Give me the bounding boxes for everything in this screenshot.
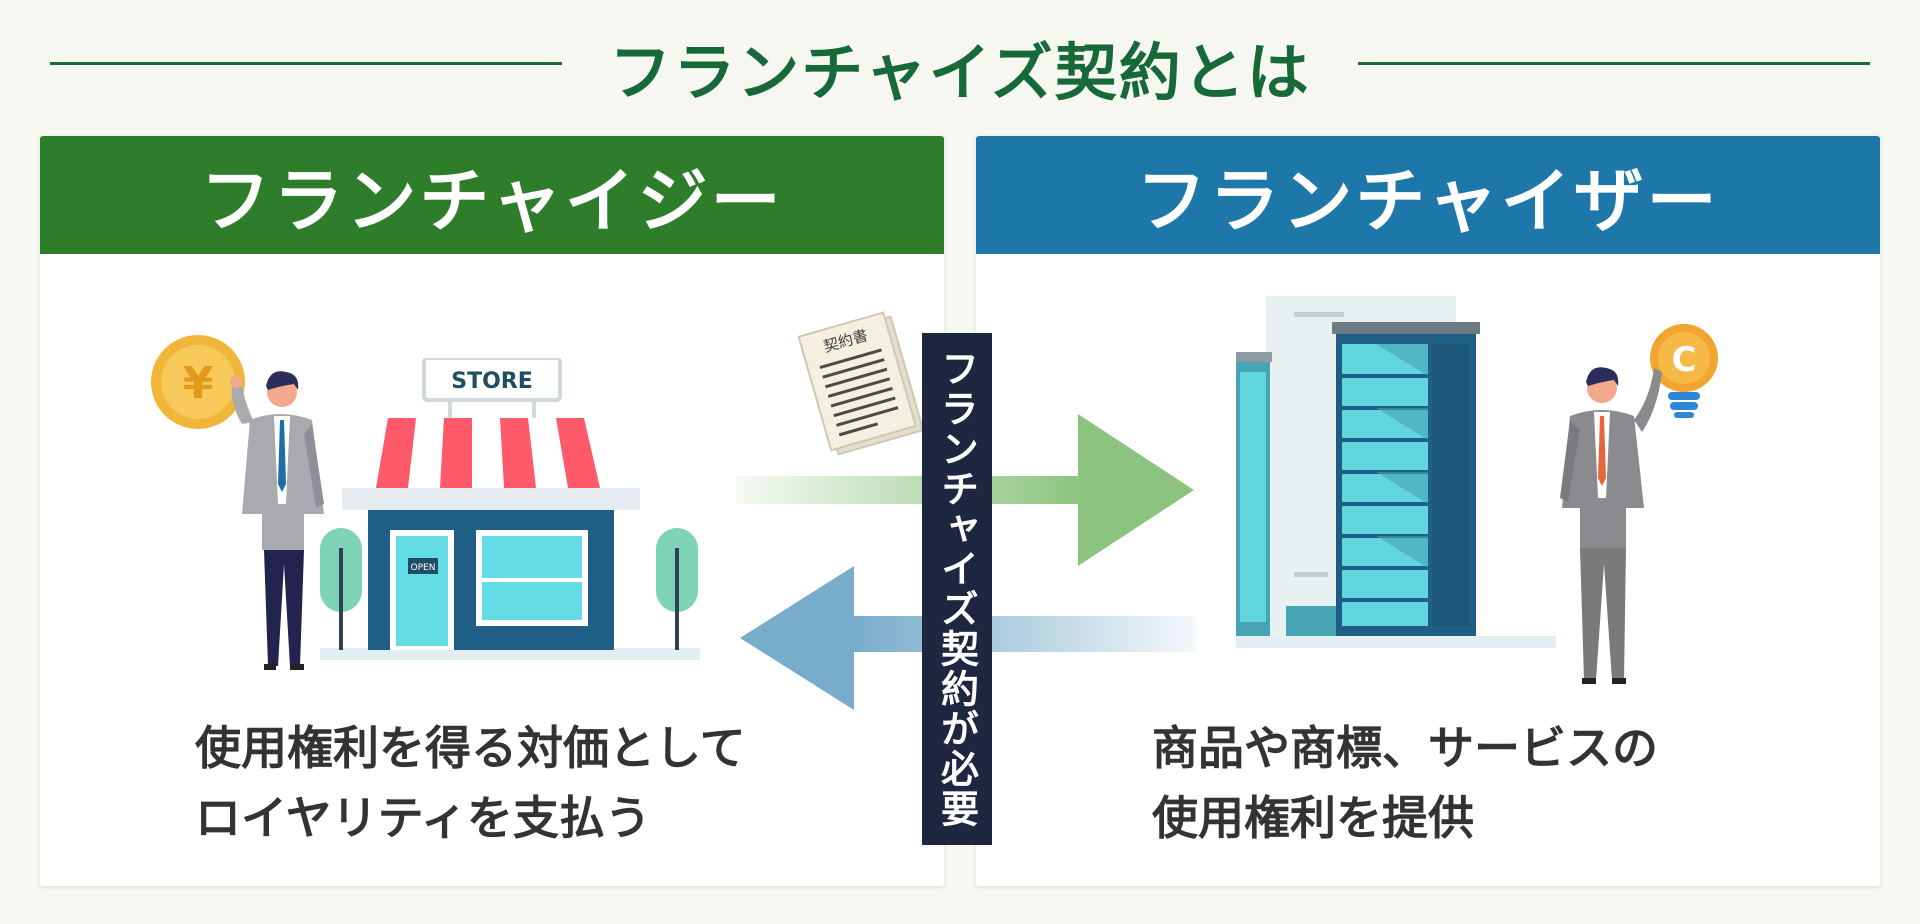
title-rule-left xyxy=(50,62,562,65)
yen-symbol: ¥ xyxy=(183,358,214,409)
store-illustration: STORE OPEN xyxy=(320,358,700,660)
businessman-left-illustration xyxy=(230,371,324,670)
store-sign-text: STORE xyxy=(451,369,533,394)
franchisor-panel: フランチャイザー C xyxy=(976,136,1880,886)
franchisee-panel: フランチャイジー ¥ STORE xyxy=(40,136,944,886)
franchisor-header: フランチャイザー xyxy=(976,136,1880,254)
page-title: フランチャイズ契約とは xyxy=(609,36,1311,109)
franchisee-header: フランチャイジー xyxy=(40,136,944,254)
open-sign-text: OPEN xyxy=(411,563,436,573)
contract-document-icon: 契約書 xyxy=(797,311,925,456)
office-building-illustration xyxy=(1236,296,1556,648)
yen-coin-icon: ¥ xyxy=(151,335,245,429)
contract-required-label: フランチャイズ契約が必要 xyxy=(922,333,992,845)
franchisee-caption: 使用権利を得る対価として ロイヤリティを支払う xyxy=(195,713,746,853)
bulb-symbol: C xyxy=(1672,340,1697,380)
franchisee-caption-line2: ロイヤリティを支払う xyxy=(195,791,651,845)
title-rule-right xyxy=(1358,62,1870,65)
franchisor-caption-line2: 使用権利を提供 xyxy=(1152,791,1474,845)
title-row: フランチャイズ契約とは xyxy=(0,0,1920,130)
franchisee-caption-line1: 使用権利を得る対価として xyxy=(195,721,746,775)
lightbulb-icon: C xyxy=(1650,324,1718,418)
franchisor-caption-line1: 商品や商標、サービスの xyxy=(1152,721,1658,775)
franchisor-caption: 商品や商標、サービスの 使用権利を提供 xyxy=(1152,713,1658,853)
businessman-right-illustration xyxy=(1560,367,1662,684)
